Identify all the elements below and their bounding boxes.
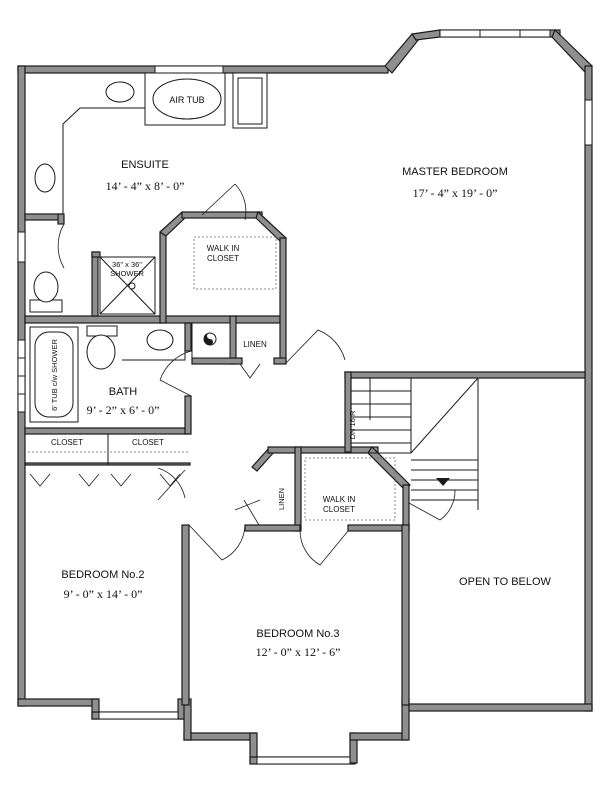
labels: AIR TUB ENSUITE 14’ - 4” x 8’ - 0” MASTE… xyxy=(50,95,552,659)
walk-in-closet-1-label-2: CLOSET xyxy=(207,254,239,263)
closet-1-label: CLOSET xyxy=(51,438,83,447)
ensuite-label: ENSUITE xyxy=(121,159,169,171)
master-bedroom-size: 17’ - 4” x 19’ - 0” xyxy=(413,186,498,200)
closet-2-label: CLOSET xyxy=(132,438,164,447)
open-to-below-label: OPEN TO BELOW xyxy=(459,576,552,588)
bath-size: 9’ - 2” x 6’ - 0” xyxy=(87,403,160,417)
interior-walls xyxy=(24,210,586,706)
shower-label: SHOWER xyxy=(110,269,144,278)
walk-in-closet-1-label: WALK IN xyxy=(207,244,240,253)
bath-toilet xyxy=(86,334,116,370)
ensuite-size: 14’ - 4” x 8’ - 0” xyxy=(106,179,185,193)
bedroom-3-size: 12’ - 0” x 12’ - 6” xyxy=(256,645,341,659)
bedroom-3-label: BEDROOM No.3 xyxy=(256,628,339,640)
bedroom-2-label: BEDROOM No.2 xyxy=(61,569,144,581)
air-tub-label: AIR TUB xyxy=(169,95,204,105)
walk-in-closet-2-label-2: CLOSET xyxy=(323,505,355,514)
linen-2-label: LINEN xyxy=(277,488,286,510)
ensuite-sink-2 xyxy=(34,163,56,193)
bath-label: BATH xyxy=(109,386,138,398)
linen-1-label: LINEN xyxy=(243,340,267,349)
windows xyxy=(17,29,593,765)
bath-sink xyxy=(146,329,174,351)
bedroom-2-size: 9’ - 0” x 14’ - 0” xyxy=(64,587,143,601)
master-bedroom-label: MASTER BEDROOM xyxy=(402,166,508,178)
fixtures xyxy=(25,72,479,521)
ensuite-sink-1 xyxy=(105,81,135,103)
tub-label: 6' TUB c/w SHOWER xyxy=(50,339,59,411)
air-tub xyxy=(152,78,222,120)
stairs-label: DN 16 R xyxy=(348,410,357,439)
door-swings xyxy=(57,183,456,566)
ensuite-toilet xyxy=(33,271,59,303)
walk-in-closet-2-label: WALK IN xyxy=(323,495,356,504)
shower-size-label: 36" x 36" xyxy=(112,260,142,269)
